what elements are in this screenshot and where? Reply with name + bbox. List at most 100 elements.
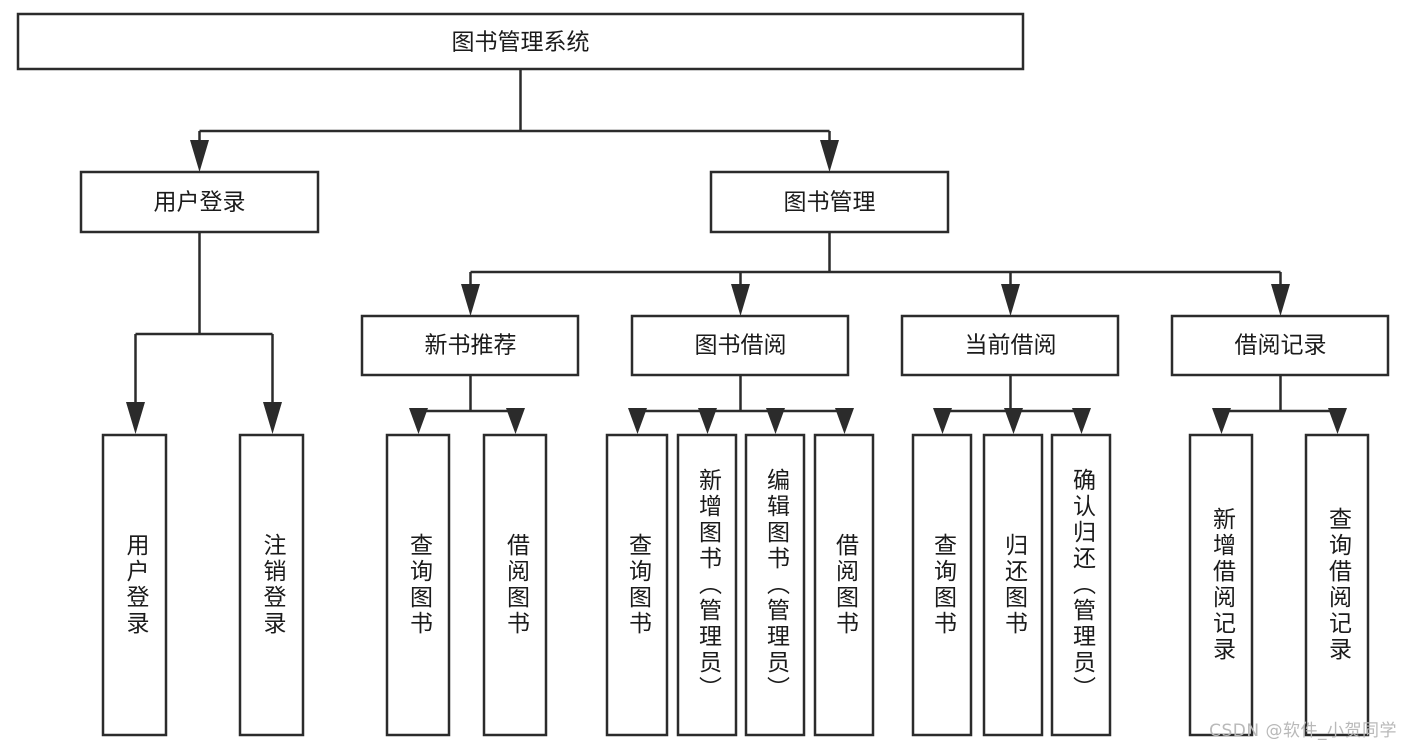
node-leaf-label-wrap: 查询图书 <box>625 533 651 637</box>
connector-group-book-borrow <box>628 375 854 434</box>
node-leaf-box[interactable] <box>482 433 548 737</box>
node-leaf-label: 用户登录 <box>122 533 148 637</box>
arrow-head-icon <box>933 408 952 434</box>
node-leaf-label: 归还图书 <box>1000 533 1027 637</box>
arrow-head-icon <box>766 408 785 434</box>
node-leaf-label-wrap: 查询图书 <box>405 533 432 637</box>
arrow-head-icon <box>263 402 282 434</box>
node-book-management-label: 图书管理 <box>784 190 876 216</box>
arrow-head-icon <box>1001 284 1020 316</box>
node-leaf-label: 查询借阅记录 <box>1324 507 1351 663</box>
arrow-head-icon <box>835 408 854 434</box>
arrow-head-icon <box>1072 408 1091 434</box>
node-leaf-box[interactable] <box>813 433 875 737</box>
node-leaf-borrow-book-rec[interactable]: 借阅图书 <box>482 433 548 737</box>
node-leaf-query-book-borrow[interactable]: 查询图书 <box>605 433 669 737</box>
node-current-borrow-label: 当前借阅 <box>965 333 1057 359</box>
node-leaf-label: 查询图书 <box>929 533 956 637</box>
node-leaf-label-wrap: 注销登录 <box>259 533 285 637</box>
connector-group-new-book-rec <box>409 375 525 434</box>
node-root-box[interactable] <box>16 12 1025 71</box>
node-user-login-label: 用户登录 <box>154 190 246 216</box>
node-book-management[interactable]: 图书管理 <box>709 170 950 234</box>
node-leaf-label-wrap: 查询借阅记录 <box>1324 507 1351 663</box>
node-leaf-label-wrap: 查询图书 <box>929 533 956 637</box>
node-leaf-confirm-return-admin[interactable]: 确认归还（管理员） <box>1050 433 1112 737</box>
arrow-head-icon <box>126 402 145 434</box>
node-leaf-box[interactable] <box>676 433 738 737</box>
arrow-head-icon <box>1004 408 1023 434</box>
connector-group-user-login <box>126 232 282 434</box>
node-leaf-label: 注销登录 <box>259 533 285 637</box>
node-leaf-label: 新增借阅记录 <box>1208 507 1235 663</box>
node-leaf-label-wrap: 借阅图书 <box>831 533 858 637</box>
node-leaf-label-wrap: 确认归还（管理员） <box>1068 468 1095 702</box>
arrow-head-icon <box>461 284 480 316</box>
arrow-head-icon <box>731 284 750 316</box>
node-leaf-edit-book-admin[interactable]: 编辑图书（管理员） <box>744 433 806 737</box>
connector-group-root <box>190 69 839 172</box>
node-leaf-box[interactable] <box>1050 433 1112 737</box>
node-leaf-box[interactable] <box>385 433 451 737</box>
arrow-head-icon <box>698 408 717 434</box>
arrow-head-icon <box>1212 408 1231 434</box>
node-leaf-borrow-book[interactable]: 借阅图书 <box>813 433 875 737</box>
node-leaf-label: 新增图书（管理员） <box>694 468 721 702</box>
node-leaf-label: 确认归还（管理员） <box>1068 468 1095 702</box>
node-leaf-label-wrap: 归还图书 <box>1000 533 1027 637</box>
node-leaf-label-wrap: 新增借阅记录 <box>1208 507 1235 663</box>
node-leaf-label-wrap: 借阅图书 <box>502 533 529 637</box>
node-leaf-add-book-admin[interactable]: 新增图书（管理员） <box>676 433 738 737</box>
node-borrow-record-label: 借阅记录 <box>1235 333 1327 359</box>
node-borrow-record-box[interactable] <box>1170 314 1390 377</box>
node-leaf-box[interactable] <box>911 433 973 737</box>
node-leaf-label-wrap: 新增图书（管理员） <box>694 468 721 702</box>
node-current-borrow-box[interactable] <box>900 314 1120 377</box>
node-root-label: 图书管理系统 <box>452 30 590 56</box>
node-book-borrow-label: 图书借阅 <box>695 333 787 359</box>
node-current-borrow[interactable]: 当前借阅 <box>900 314 1120 377</box>
arrow-head-icon <box>1328 408 1347 434</box>
node-leaf-box[interactable] <box>1188 433 1254 737</box>
arrow-head-icon <box>628 408 647 434</box>
connector-group-book-management <box>461 232 1290 316</box>
arrow-head-icon <box>1271 284 1290 316</box>
node-leaf-label-wrap: 编辑图书（管理员） <box>762 468 789 702</box>
node-leaf-box[interactable] <box>1304 433 1370 737</box>
node-leaf-box[interactable] <box>101 433 168 737</box>
node-user-login[interactable]: 用户登录 <box>79 170 320 234</box>
node-leaf-box[interactable] <box>982 433 1044 737</box>
node-leaf-query-book-current[interactable]: 查询图书 <box>911 433 973 737</box>
node-leaf-label-wrap: 用户登录 <box>122 533 148 637</box>
node-leaf-label: 借阅图书 <box>831 533 858 637</box>
node-new-book-recommend-label: 新书推荐 <box>425 333 517 359</box>
node-user-login-box[interactable] <box>79 170 320 234</box>
node-book-management-box[interactable] <box>709 170 950 234</box>
node-borrow-record[interactable]: 借阅记录 <box>1170 314 1390 377</box>
node-leaf-user-login[interactable]: 用户登录 <box>101 433 168 737</box>
node-leaf-label: 借阅图书 <box>502 533 529 637</box>
node-new-book-recommend-box[interactable] <box>360 314 580 377</box>
node-leaf-return-book[interactable]: 归还图书 <box>982 433 1044 737</box>
node-leaf-box[interactable] <box>744 433 806 737</box>
arrow-head-icon <box>820 140 839 172</box>
node-leaf-box[interactable] <box>238 433 305 737</box>
node-leaf-query-book-rec[interactable]: 查询图书 <box>385 433 451 737</box>
node-leaf-add-borrow-record[interactable]: 新增借阅记录 <box>1188 433 1254 737</box>
connector-group-current-borrow <box>933 375 1091 434</box>
node-leaf-box[interactable] <box>605 433 669 737</box>
node-root[interactable]: 图书管理系统 <box>16 12 1025 71</box>
node-leaf-logout[interactable]: 注销登录 <box>238 433 305 737</box>
node-book-borrow-box[interactable] <box>630 314 850 377</box>
arrow-head-icon <box>190 140 209 172</box>
node-new-book-recommend[interactable]: 新书推荐 <box>360 314 580 377</box>
node-book-borrow[interactable]: 图书借阅 <box>630 314 850 377</box>
node-leaf-label: 查询图书 <box>405 533 432 637</box>
node-leaf-query-borrow-record[interactable]: 查询借阅记录 <box>1304 433 1370 737</box>
watermark-text: CSDN @软件_小贺同学 <box>1209 721 1397 741</box>
arrow-head-icon <box>409 408 428 434</box>
node-leaf-label: 编辑图书（管理员） <box>762 468 789 702</box>
arrow-head-icon <box>506 408 525 434</box>
